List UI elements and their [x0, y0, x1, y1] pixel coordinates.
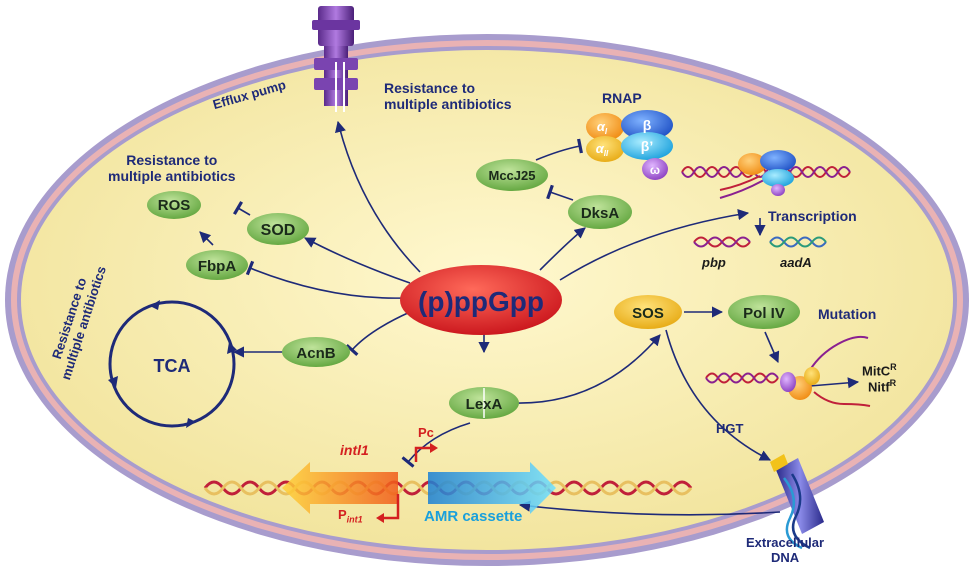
edge-lexa-to-sos — [514, 334, 661, 404]
node-mccj25: MccJ25 — [476, 159, 548, 191]
edge-inhibit-acnb — [345, 311, 411, 356]
edge-extracellular-to-cassette — [518, 500, 781, 516]
extracellular-line1: Extracellular — [746, 535, 825, 550]
resistance-efflux-line2: multiple antibiotics — [384, 96, 512, 113]
rnap-beta-label: β — [643, 117, 652, 133]
node-ppgpp: (p)ppGpp — [400, 265, 562, 335]
resistance-tca-label: Resistance to multiple antibiotics — [45, 260, 110, 382]
node-sod-label: SOD — [261, 222, 296, 239]
resistance-ros-label: Resistance to multiple antibiotics — [108, 152, 236, 184]
efflux-pump-label: Efflux pump — [211, 76, 288, 113]
edge-lexa-inhibit-intl1 — [401, 422, 471, 468]
hgt-label: HGT — [716, 421, 744, 436]
node-sod: SOD — [247, 213, 309, 245]
resistance-ros-line1: Resistance to — [126, 152, 218, 168]
edge-mccj25-inhibit-rnap — [535, 138, 583, 161]
resistance-ros-line2: multiple antibiotics — [108, 168, 236, 185]
efflux-pump-icon — [312, 6, 360, 112]
node-pol4: Pol IV — [728, 295, 800, 329]
amr-cassette-label: AMR cassette — [424, 508, 523, 525]
amr-cassette-arrow — [428, 462, 556, 514]
pc-label: Pc — [418, 425, 434, 440]
node-acnb-label: AcnB — [296, 345, 335, 362]
aada-label: aadA — [780, 255, 812, 270]
nitf-label: NitfR — [868, 378, 897, 395]
pint1-label: Pint1 — [338, 507, 363, 525]
extracellular-dna-label: Extracellular DNA — [746, 535, 825, 566]
edge-sos-to-hgt — [665, 329, 772, 461]
rnap-beta-prime-label: β’ — [641, 138, 653, 154]
edge-dksa-inhibit-mccj25 — [546, 184, 574, 201]
node-ros-label: ROS — [158, 197, 191, 214]
edge-fbpa-to-ros — [199, 231, 214, 246]
pint1-promoter-arrowhead — [376, 513, 384, 523]
pbp-gene-icon — [693, 236, 751, 248]
rnap-complex-icon — [586, 110, 673, 180]
node-ppgpp-label: (p)ppGpp — [418, 286, 544, 317]
rnap-title: RNAP — [602, 90, 642, 106]
edge-to-sod — [304, 237, 411, 284]
node-ros: ROS — [147, 191, 201, 219]
edge-mutation-to-resistance — [809, 377, 860, 389]
edge-to-transcription — [559, 209, 750, 281]
node-lexa: LexA — [449, 387, 519, 419]
pint1-promoter-arrow — [382, 494, 400, 520]
mutation-label: Mutation — [818, 306, 877, 322]
rnap-omega-label: ω — [650, 163, 660, 177]
tca-cycle — [108, 300, 237, 428]
edge-to-efflux — [335, 120, 421, 273]
node-dksa-label: DksA — [581, 205, 620, 222]
edge-polIV-to-mutation — [764, 331, 780, 364]
tca-label: TCA — [154, 356, 191, 376]
pbp-label: pbp — [702, 255, 726, 270]
node-pol4-label: Pol IV — [743, 305, 785, 322]
resistance-efflux-line1: Resistance to — [384, 80, 476, 96]
hgt-channel-icon — [770, 454, 824, 550]
edge-to-dksa — [539, 227, 586, 271]
polymerase-icon — [780, 367, 820, 400]
pathway-edges — [199, 120, 860, 516]
node-acnb: AcnB — [282, 337, 350, 367]
node-dksa: DksA — [568, 195, 632, 229]
resistance-efflux-label: Resistance to multiple antibiotics — [384, 80, 512, 112]
pc-promoter-arrow — [414, 446, 432, 462]
mitc-label: MitCR — [862, 362, 897, 379]
node-sos-label: SOS — [632, 305, 664, 322]
rnap-alpha2-label: αII — [596, 141, 609, 158]
transcription-rnap-icon — [738, 150, 796, 196]
edge-inhibit-fbpa — [245, 260, 405, 299]
node-mccj25-label: MccJ25 — [489, 168, 536, 183]
intl1-label: intl1 — [340, 442, 369, 458]
edge-sod-inhibit-ros — [233, 200, 251, 216]
rnap-alpha1-label: αI — [597, 119, 608, 136]
transcription-dna-icon — [681, 166, 851, 199]
intl1-gene-arrow — [282, 462, 398, 514]
node-fbpa: FbpA — [186, 250, 248, 280]
node-sos: SOS — [614, 295, 682, 329]
transcription-label: Transcription — [768, 208, 857, 224]
node-lexa-label: LexA — [466, 396, 503, 413]
aada-gene-icon — [769, 236, 827, 248]
pc-promoter-arrowhead — [430, 443, 438, 453]
node-fbpa-label: FbpA — [198, 258, 236, 275]
extracellular-line2: DNA — [770, 549, 800, 565]
mutation-dna-icon — [705, 335, 871, 407]
